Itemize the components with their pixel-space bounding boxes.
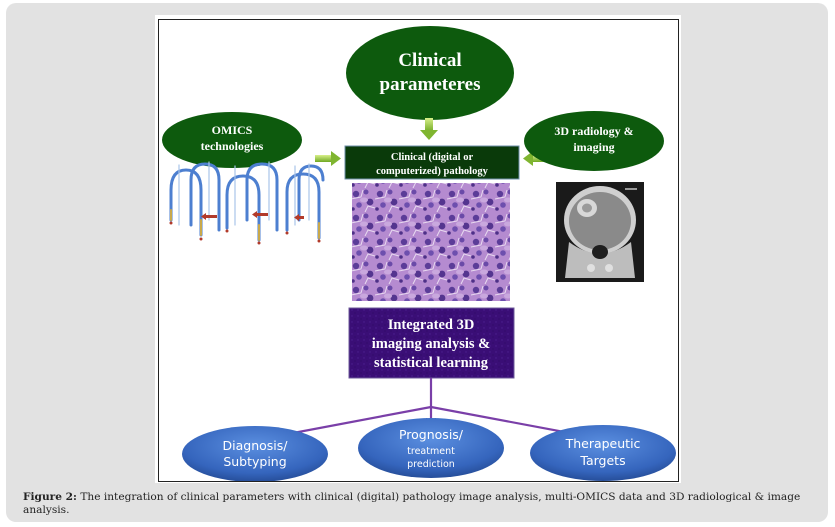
caption-text: The integration of clinical parameters w… (23, 491, 801, 516)
diagram-canvas: Clinical parameteres OMICS technologies (162, 26, 676, 481)
caption-label: Figure 2: (23, 491, 77, 503)
radiology-label-1: 3D radiology & (554, 124, 633, 138)
prognosis-ellipse (358, 418, 504, 478)
histology-image (352, 183, 510, 301)
prognosis-label-2: treatment (407, 446, 455, 457)
arrow-omics-to-pathology (315, 151, 341, 166)
node-pathology: Clinical (digital or computerized) patho… (344, 145, 520, 180)
pathology-box (344, 145, 520, 180)
diagnosis-label-1: Diagnosis/ (223, 438, 289, 453)
diagnosis-label-2: Subtyping (223, 454, 286, 469)
node-diagnosis: Diagnosis/ Subtyping (182, 426, 328, 481)
omics-label-2: technologies (201, 139, 264, 153)
clinical-parameters-ellipse (346, 26, 514, 120)
integrated-label-1: Integrated 3D (388, 317, 475, 333)
arrow-clinical-to-pathology (420, 118, 438, 140)
node-prognosis: Prognosis/ treatment prediction (358, 418, 504, 478)
omics-label-1: OMICS (212, 123, 253, 137)
integrated-label-3: statistical learning (374, 355, 489, 371)
node-clinical-parameters: Clinical parameteres (346, 26, 514, 120)
clinical-parameters-label-1: Clinical (398, 50, 461, 71)
therapeutic-label-1: Therapeutic (565, 436, 641, 451)
prognosis-label-1: Prognosis/ (399, 427, 464, 442)
pathology-label-2: computerized) pathology (376, 166, 488, 177)
therapeutic-ellipse (530, 425, 676, 481)
clinical-parameters-label-2: parameteres (380, 74, 481, 95)
node-integrated-analysis: Integrated 3D imaging analysis & statist… (348, 307, 515, 379)
omics-ellipse (162, 112, 302, 168)
node-therapeutic: Therapeutic Targets (530, 425, 676, 481)
pathology-label-1: Clinical (digital or (391, 152, 474, 163)
figure-diagram: Clinical parameteres OMICS technologies (158, 19, 679, 482)
node-radiology: 3D radiology & imaging (524, 111, 664, 171)
diagnosis-ellipse (182, 426, 328, 481)
mri-image (556, 182, 644, 282)
omics-microarray-image (169, 161, 325, 245)
prognosis-label-3: prediction (407, 459, 455, 470)
radiology-label-2: imaging (573, 140, 614, 154)
radiology-ellipse (524, 111, 664, 171)
integrated-label-2: imaging analysis & (372, 336, 490, 352)
node-omics: OMICS technologies (162, 112, 302, 168)
figure-frame: Clinical parameteres OMICS technologies (155, 15, 681, 483)
figure-caption: Figure 2: The integration of clinical pa… (23, 491, 813, 517)
therapeutic-label-2: Targets (579, 453, 625, 468)
